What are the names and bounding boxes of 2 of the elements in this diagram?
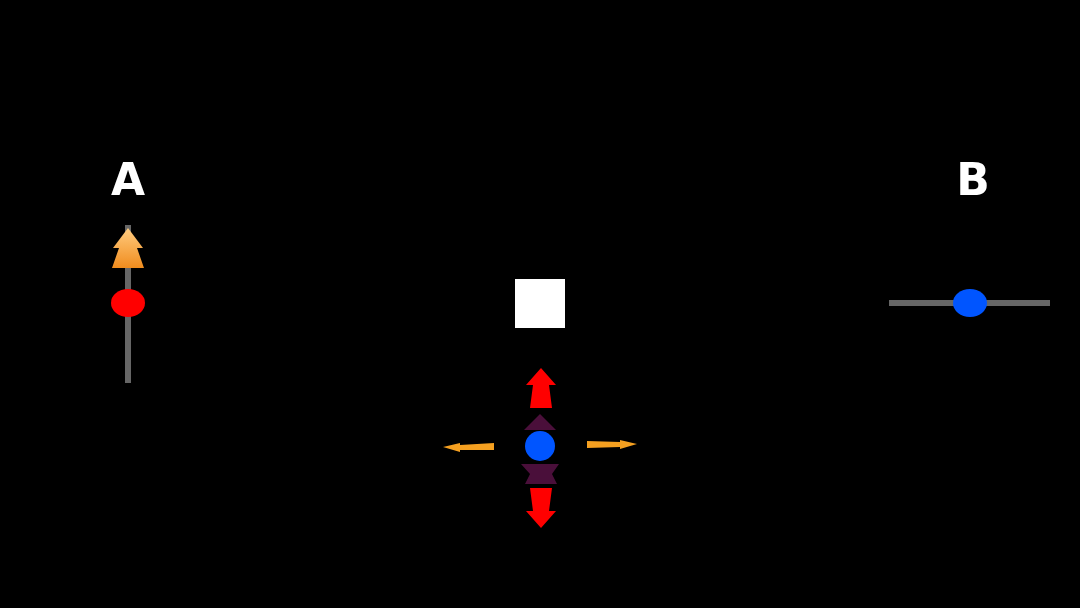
point-label: A	[110, 158, 146, 202]
point-label: B	[956, 158, 990, 202]
